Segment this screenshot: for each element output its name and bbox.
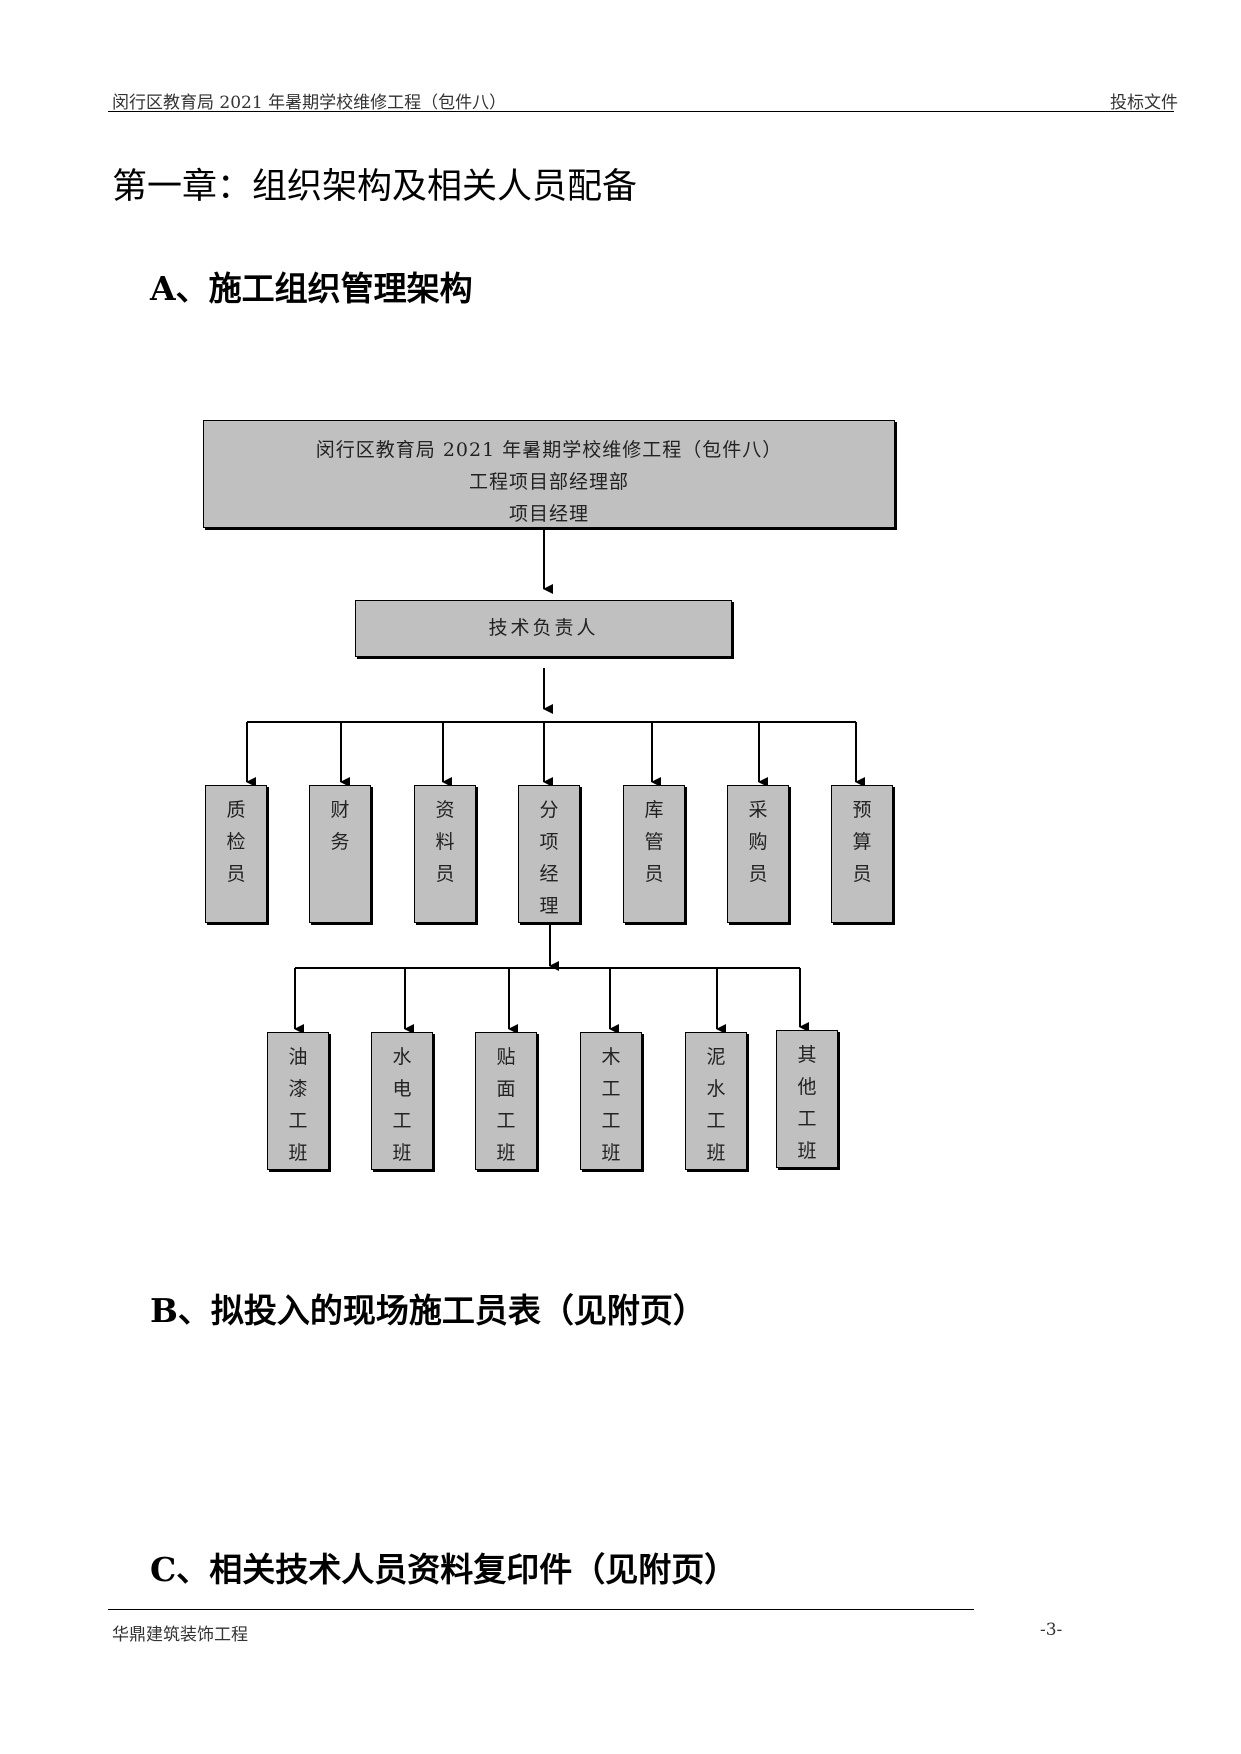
- dept-sub-project-manager: 分 项 经 理: [518, 785, 580, 923]
- char: 员: [852, 863, 872, 885]
- dept-warehouse-keeper: 库 管 员: [623, 785, 685, 923]
- char: 班: [601, 1142, 621, 1164]
- char: 他: [797, 1076, 817, 1098]
- team-carpentry: 木 工 工 班: [580, 1032, 642, 1170]
- char: 购: [748, 831, 768, 853]
- char: 班: [706, 1142, 726, 1164]
- dept-purchaser: 采 购 员: [727, 785, 789, 923]
- char: 经: [539, 863, 559, 885]
- char: 工: [496, 1110, 516, 1132]
- char: 资: [435, 799, 455, 821]
- team-other: 其 他 工 班: [776, 1030, 838, 1168]
- char: 其: [797, 1044, 817, 1066]
- char: 工: [601, 1078, 621, 1100]
- char: 泥: [706, 1046, 726, 1068]
- char: 财: [330, 799, 350, 821]
- project-department: 工程项目部经理部: [468, 471, 629, 493]
- char: 工: [706, 1110, 726, 1132]
- char: 检: [226, 831, 246, 853]
- char: 电: [392, 1078, 412, 1100]
- header-doc-type: 投标文件: [1110, 93, 1178, 113]
- dept-document-clerk: 资 料 员: [414, 785, 476, 923]
- char: 工: [601, 1110, 621, 1132]
- page-number: -3-: [1040, 1620, 1063, 1640]
- char: 员: [644, 863, 664, 885]
- char: 员: [435, 863, 455, 885]
- dept-budgeter: 预 算 员: [831, 785, 893, 923]
- char: 务: [330, 831, 350, 853]
- header-rule: [108, 111, 1174, 112]
- char: 面: [496, 1078, 516, 1100]
- project-manager-label: 项目经理: [508, 503, 589, 525]
- chapter-title: 第一章：组织架构及相关人员配备: [112, 167, 638, 207]
- char: 班: [392, 1142, 412, 1164]
- char: 管: [644, 831, 664, 853]
- section-c-heading: C、相关技术人员资料复印件（见附页）: [150, 1550, 738, 1589]
- team-plumbing-electrical: 水 电 工 班: [371, 1032, 433, 1170]
- char: 理: [539, 895, 559, 917]
- char: 分: [539, 799, 559, 821]
- char: 工: [288, 1110, 308, 1132]
- project-name: 闵行区教育局 2021 年暑期学校维修工程（包件八）: [315, 439, 783, 461]
- dept-quality-inspector: 质 检 员: [205, 785, 267, 923]
- technical-lead-box: 技术负责人: [355, 600, 732, 657]
- char: 员: [226, 863, 246, 885]
- section-a-heading: A、施工组织管理架构: [150, 269, 473, 308]
- char: 水: [392, 1046, 412, 1068]
- char: 工: [797, 1108, 817, 1130]
- char: 班: [496, 1142, 516, 1164]
- dept-finance: 财 务: [309, 785, 371, 923]
- char: 漆: [288, 1078, 308, 1100]
- header-title: 闵行区教育局 2021 年暑期学校维修工程（包件八）: [112, 93, 507, 113]
- char: 采: [748, 799, 768, 821]
- char: 油: [288, 1046, 308, 1068]
- char: 水: [706, 1078, 726, 1100]
- char: 班: [797, 1140, 817, 1162]
- char: 工: [392, 1110, 412, 1132]
- project-manager-box: 闵行区教育局 2021 年暑期学校维修工程（包件八） 工程项目部经理部 项目经理: [203, 420, 895, 528]
- char: 库: [644, 799, 664, 821]
- team-painting: 油 漆 工 班: [267, 1032, 329, 1170]
- char: 预: [852, 799, 872, 821]
- team-masonry: 泥 水 工 班: [685, 1032, 747, 1170]
- team-tiling: 贴 面 工 班: [475, 1032, 537, 1170]
- footer-rule: [108, 1609, 974, 1610]
- char: 料: [435, 831, 455, 853]
- char: 员: [748, 863, 768, 885]
- char: 木: [601, 1046, 621, 1068]
- char: 质: [226, 799, 246, 821]
- char: 项: [539, 831, 559, 853]
- char: 班: [288, 1142, 308, 1164]
- char: 算: [852, 831, 872, 853]
- char: 贴: [496, 1046, 516, 1068]
- footer-company: 华鼎建筑装饰工程: [112, 1625, 248, 1645]
- section-b-heading: B、拟投入的现场施工员表（见附页）: [150, 1291, 706, 1330]
